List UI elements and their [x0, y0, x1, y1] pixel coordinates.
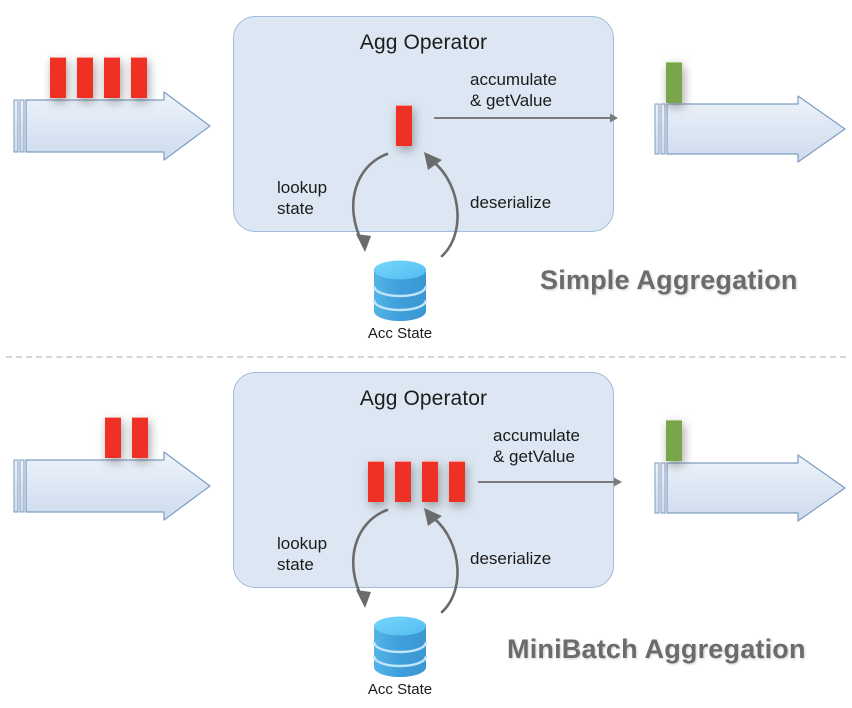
accumulate-label: accumulate & getValue: [493, 426, 580, 466]
accumulate-arrow: [434, 112, 619, 124]
lookup-state-label: lookup state: [277, 534, 328, 574]
buffered-record-bar: [449, 461, 465, 502]
record-bar: [104, 57, 120, 98]
agg-operator-box: Agg Operator: [233, 16, 614, 232]
output-flow-arrow: [654, 95, 852, 174]
agg-operator-title: Agg Operator: [359, 387, 488, 410]
result-bar: [666, 420, 682, 461]
panel-divider: [6, 356, 846, 358]
input-flow-arrow: [13, 451, 224, 528]
deserialize-label: deserialize: [470, 193, 552, 212]
buffered-record-bar: [395, 461, 411, 502]
accumulate-label: accumulate & getValue: [470, 70, 557, 110]
section-title-minibatch: MiniBatch Aggregation: [507, 634, 806, 664]
database-cylinder-icon: [372, 259, 428, 323]
panel-minibatch-aggregation: Agg Operator accumulate & getValue looku…: [0, 354, 852, 708]
buffered-record-bar: [368, 461, 384, 502]
input-flow-arrow: [13, 91, 224, 168]
buffered-record-bar: [396, 105, 412, 146]
database-cylinder-icon: [372, 615, 428, 679]
result-bar: [666, 62, 682, 103]
deserialize-label: deserialize: [470, 549, 552, 568]
record-bar: [132, 417, 148, 458]
record-bar: [131, 57, 147, 98]
deserialize-arrow: [400, 148, 490, 268]
lookup-state-label: lookup state: [277, 178, 328, 218]
panel-simple-aggregation: Agg Operator accumulate & getValue looku…: [13, 16, 852, 342]
lookup-state-arrow: [325, 148, 405, 268]
section-title-simple: Simple Aggregation: [540, 265, 798, 295]
record-bar: [105, 417, 121, 458]
lookup-state-arrow: [325, 504, 405, 624]
buffered-record-bar: [422, 461, 438, 502]
state-label: Acc State: [367, 325, 433, 342]
output-flow-arrow: [654, 454, 852, 533]
record-bar: [50, 57, 66, 98]
agg-operator-title: Agg Operator: [359, 31, 488, 54]
accumulate-arrow: [478, 476, 623, 488]
deserialize-arrow: [400, 504, 490, 624]
state-label: Acc State: [367, 681, 433, 698]
record-bar: [77, 57, 93, 98]
